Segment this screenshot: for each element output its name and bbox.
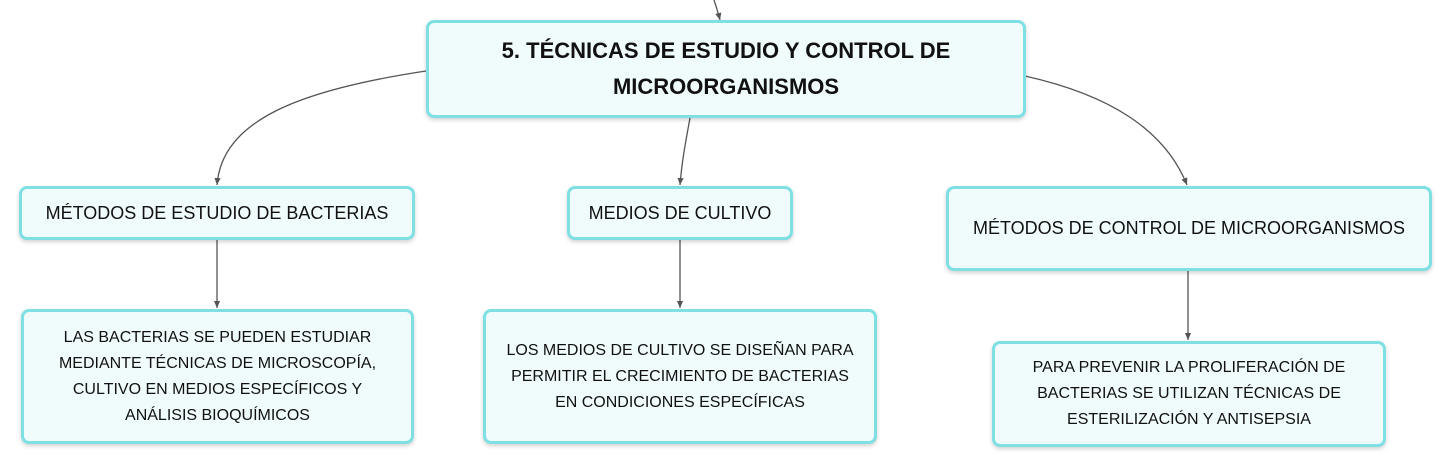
detail-node-medios-cultivo[interactable]: LOS MEDIOS DE CULTIVO SE DISEÑAN PARA PE…: [483, 309, 877, 444]
connector-root-branch-1: [214, 70, 427, 186]
connector-root-branch-2: [677, 117, 691, 186]
root-node[interactable]: 5. TÉCNICAS DE ESTUDIO Y CONTROL DE MICR…: [426, 20, 1026, 118]
branch-node-label: MEDIOS DE CULTIVO: [588, 202, 772, 223]
detail-node-text: PARA PREVENIR LA PROLIFERACIÓN DE BACTER…: [1032, 359, 1346, 428]
detail-node-metodos-estudio[interactable]: LAS BACTERIAS SE PUEDEN ESTUDIAR MEDIANT…: [21, 309, 414, 444]
connector-parent-root: [713, 0, 722, 21]
branch-node-label: MÉTODOS DE ESTUDIO DE BACTERIAS: [45, 202, 389, 223]
branch-node-label: MÉTODOS DE CONTROL DE MICROORGANISMOS: [972, 218, 1406, 238]
branch-node-metodos-control[interactable]: MÉTODOS DE CONTROL DE MICROORGANISMOS: [946, 186, 1432, 271]
branch-node-medios-cultivo[interactable]: MEDIOS DE CULTIVO: [567, 186, 793, 240]
detail-node-text: LOS MEDIOS DE CULTIVO SE DISEÑAN PARA PE…: [506, 341, 854, 411]
root-node-label: 5. TÉCNICAS DE ESTUDIO Y CONTROL DE MICR…: [501, 38, 951, 99]
branch-node-metodos-estudio[interactable]: MÉTODOS DE ESTUDIO DE BACTERIAS: [19, 186, 415, 240]
connector-root-branch-3: [1024, 75, 1188, 186]
detail-node-text: LAS BACTERIAS SE PUEDEN ESTUDIAR MEDIANT…: [58, 328, 377, 424]
detail-node-metodos-control[interactable]: PARA PREVENIR LA PROLIFERACIÓN DE BACTER…: [992, 341, 1386, 447]
